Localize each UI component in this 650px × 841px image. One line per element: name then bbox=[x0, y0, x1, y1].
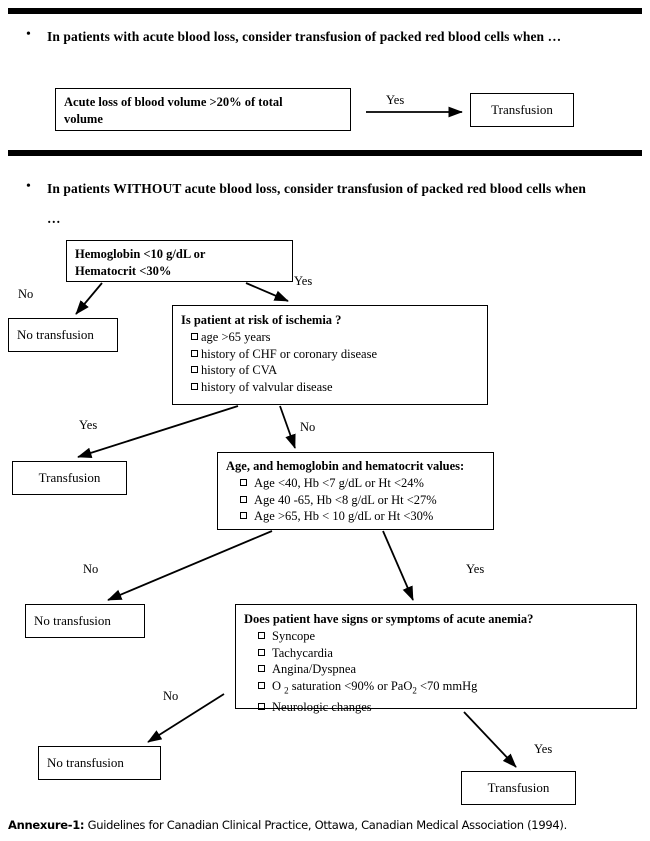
no-transfusion-box-1: No transfusion bbox=[8, 318, 118, 352]
list-item: age >65 years bbox=[181, 329, 479, 346]
ischemia-item-label: history of CVA bbox=[201, 363, 278, 377]
checkbox-icon bbox=[258, 681, 265, 689]
transfusion-box-3: Transfusion bbox=[461, 771, 576, 805]
checkbox-icon bbox=[240, 479, 247, 486]
figure-caption: Annexure-1: Guidelines for Canadian Clin… bbox=[8, 818, 628, 832]
section1-heading: In patients with acute blood loss, consi… bbox=[47, 29, 562, 44]
list-item: Age 40 -65, Hb <8 g/dL or Ht <27% bbox=[226, 492, 485, 509]
checkbox-icon bbox=[191, 333, 198, 340]
ischemia-edge-yes: Yes bbox=[79, 418, 98, 432]
ischemia-item-label: age >65 years bbox=[201, 330, 271, 344]
section1-bullet: • bbox=[26, 27, 31, 42]
ischemia-item-list: age >65 years history of CHF or coronary… bbox=[181, 329, 479, 395]
no-transfusion-text-1: No transfusion bbox=[17, 327, 94, 342]
arrow-anemia-no bbox=[147, 693, 225, 743]
section2-heading: In patients WITHOUT acute blood loss, co… bbox=[47, 181, 586, 226]
list-item: Neurologic changes bbox=[244, 699, 628, 716]
values-item-label: Age <40, Hb <7 g/dL or Ht <24% bbox=[254, 476, 424, 490]
arrow-ischemia-no bbox=[279, 405, 296, 449]
list-item: history of valvular disease bbox=[181, 379, 479, 396]
arrow-ischemia-yes bbox=[77, 405, 239, 459]
top-divider-rule bbox=[8, 8, 642, 14]
checkbox-icon bbox=[191, 366, 198, 373]
checkbox-icon bbox=[240, 495, 247, 503]
caption-label: Annexure-1: bbox=[8, 818, 85, 832]
anemia-decision-box: Does patient have signs or symptoms of a… bbox=[235, 604, 637, 714]
checkbox-icon bbox=[258, 632, 265, 639]
arrow-hb-yes bbox=[245, 282, 289, 302]
values-edge-yes: Yes bbox=[466, 562, 485, 576]
values-decision-box: Age, and hemoglobin and hematocrit value… bbox=[217, 452, 494, 530]
no-transfusion-box-3: No transfusion bbox=[38, 746, 161, 780]
arrow-values-no bbox=[107, 530, 273, 601]
section1-edge-yes: Yes bbox=[386, 93, 405, 107]
checkbox-icon bbox=[240, 512, 247, 519]
anemia-item-label-o2: O 2 saturation <90% or PaO2 <70 mmHg bbox=[272, 678, 478, 696]
section1-decision-text: Acute loss of blood volume >20% of total… bbox=[64, 95, 283, 126]
hemoglobin-edge-yes: Yes bbox=[294, 274, 313, 288]
list-item: history of CHF or coronary disease bbox=[181, 346, 479, 363]
anemia-item-label: Tachycardia bbox=[272, 645, 333, 660]
arrow-anemia-yes bbox=[463, 711, 517, 768]
anemia-title: Does patient have signs or symptoms of a… bbox=[244, 612, 534, 626]
list-item: Age <40, Hb <7 g/dL or Ht <24% bbox=[226, 475, 485, 492]
section1-transfusion-box: Transfusion bbox=[470, 93, 574, 127]
checkbox-icon bbox=[191, 349, 198, 357]
anemia-edge-yes: Yes bbox=[534, 742, 553, 756]
section1-transfusion-text: Transfusion bbox=[491, 102, 553, 117]
checkbox-icon bbox=[191, 382, 198, 390]
values-item-label: Age 40 -65, Hb <8 g/dL or Ht <27% bbox=[254, 492, 437, 507]
hemoglobin-edge-no: No bbox=[18, 287, 34, 301]
values-item-label: Age >65, Hb < 10 g/dL or Ht <30% bbox=[254, 509, 434, 523]
values-item-list: Age <40, Hb <7 g/dL or Ht <24% Age 40 -6… bbox=[226, 475, 485, 525]
no-transfusion-text-2: No transfusion bbox=[34, 613, 111, 628]
hemoglobin-decision-box: Hemoglobin <10 g/dL or Hematocrit <30% bbox=[66, 240, 293, 282]
ischemia-edge-no: No bbox=[300, 420, 316, 434]
list-item: Tachycardia bbox=[244, 645, 628, 662]
anemia-item-label: Angina/Dyspnea bbox=[272, 662, 357, 676]
list-item: history of CVA bbox=[181, 362, 479, 379]
anemia-edge-no: No bbox=[163, 689, 179, 703]
section-divider-rule bbox=[8, 150, 642, 156]
list-item: Age >65, Hb < 10 g/dL or Ht <30% bbox=[226, 508, 485, 525]
no-transfusion-text-3: No transfusion bbox=[47, 755, 124, 770]
transfusion-text-2: Transfusion bbox=[38, 470, 101, 485]
ischemia-decision-box: Is patient at risk of ischemia ? age >65… bbox=[172, 305, 488, 405]
checkbox-icon bbox=[258, 648, 265, 656]
hemoglobin-decision-text: Hemoglobin <10 g/dL or Hematocrit <30% bbox=[75, 247, 206, 278]
anemia-item-label: Neurologic changes bbox=[272, 699, 372, 714]
no-transfusion-box-2: No transfusion bbox=[25, 604, 145, 638]
transfusion-text-3: Transfusion bbox=[487, 780, 550, 795]
list-item: O 2 saturation <90% or PaO2 <70 mmHg bbox=[244, 678, 628, 699]
list-item: Angina/Dyspnea bbox=[244, 661, 628, 678]
list-item: Syncope bbox=[244, 628, 628, 645]
ischemia-title: Is patient at risk of ischemia ? bbox=[181, 313, 342, 327]
section1-decision-box: Acute loss of blood volume >20% of total… bbox=[55, 88, 351, 131]
arrow-hb-no bbox=[75, 282, 103, 315]
values-edge-no: No bbox=[83, 562, 99, 576]
caption-text: Guidelines for Canadian Clinical Practic… bbox=[84, 818, 568, 832]
section2-bullet: • bbox=[26, 179, 31, 194]
anemia-item-list: Syncope Tachycardia Angina/Dyspnea O 2 s… bbox=[244, 628, 628, 715]
values-title: Age, and hemoglobin and hematocrit value… bbox=[226, 459, 465, 473]
checkbox-icon bbox=[258, 665, 265, 672]
transfusion-box-2: Transfusion bbox=[12, 461, 127, 495]
arrow-values-yes bbox=[382, 530, 414, 601]
ischemia-item-label: history of valvular disease bbox=[201, 379, 333, 394]
ischemia-item-label: history of CHF or coronary disease bbox=[201, 346, 378, 361]
anemia-item-label: Syncope bbox=[272, 629, 316, 643]
checkbox-icon bbox=[258, 702, 265, 710]
